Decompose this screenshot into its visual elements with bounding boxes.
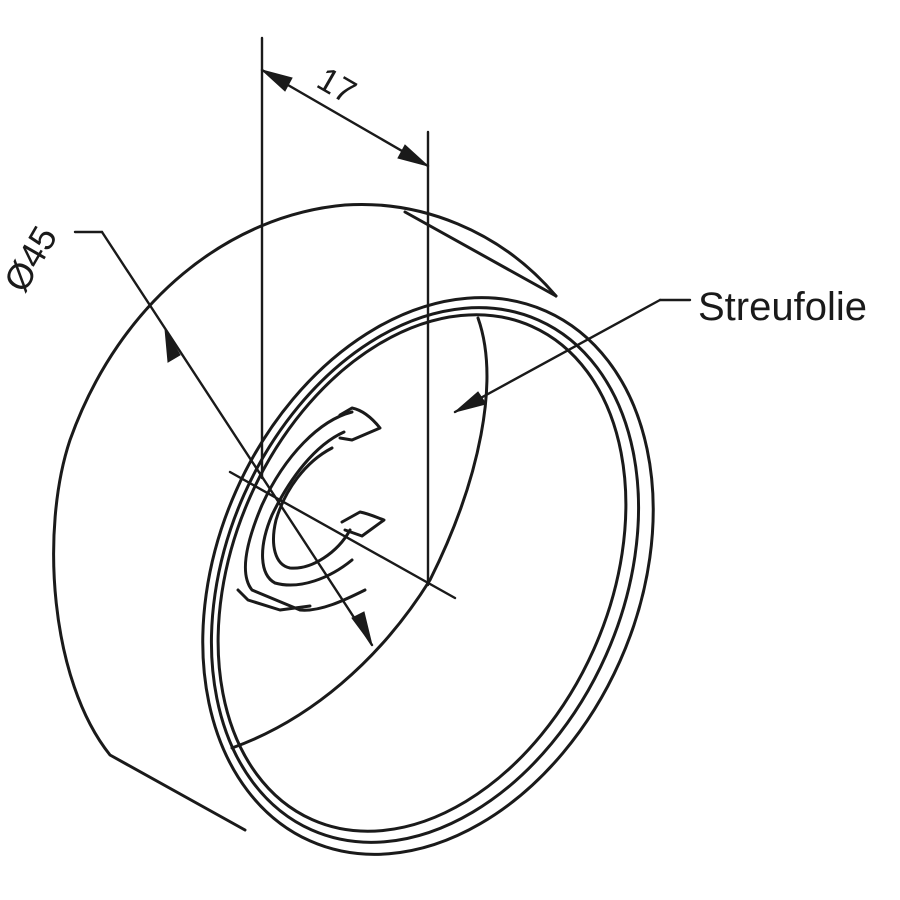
diameter-arrow-bottom [351,611,373,646]
back-rim-arc [52,202,558,832]
top-tangent [403,210,558,298]
diameter-arrow-top [164,328,181,363]
center-axis [228,470,457,600]
hub-base [236,588,312,612]
depth-arrow-right [397,144,429,167]
hub-outer-ring [243,410,367,612]
diffuser-arrow [454,391,487,413]
hub-inner-ring [261,430,354,587]
diffuser-label: Streufolie [698,285,867,329]
diffuser-leader [453,298,662,414]
front-rim-ring-3 [216,313,628,833]
center-hub [236,406,386,612]
diameter-label: Ø45 [0,219,65,298]
callout-diffuser: Streufolie [453,285,867,414]
front-rim-outer [201,296,655,856]
dimension-diameter: Ø45 [0,219,457,647]
diffuser-edge [230,316,489,750]
depth-label: 17 [311,60,363,112]
depth-dimension-line [260,68,430,168]
hub-notch-bottom [340,510,386,538]
hub-bore [272,446,352,570]
hub-notch-top [338,406,382,442]
diameter-dimension-line [100,230,374,647]
depth-arrow-left [261,69,293,92]
front-rim-ring-2 [209,306,641,844]
cup-body [52,202,655,856]
